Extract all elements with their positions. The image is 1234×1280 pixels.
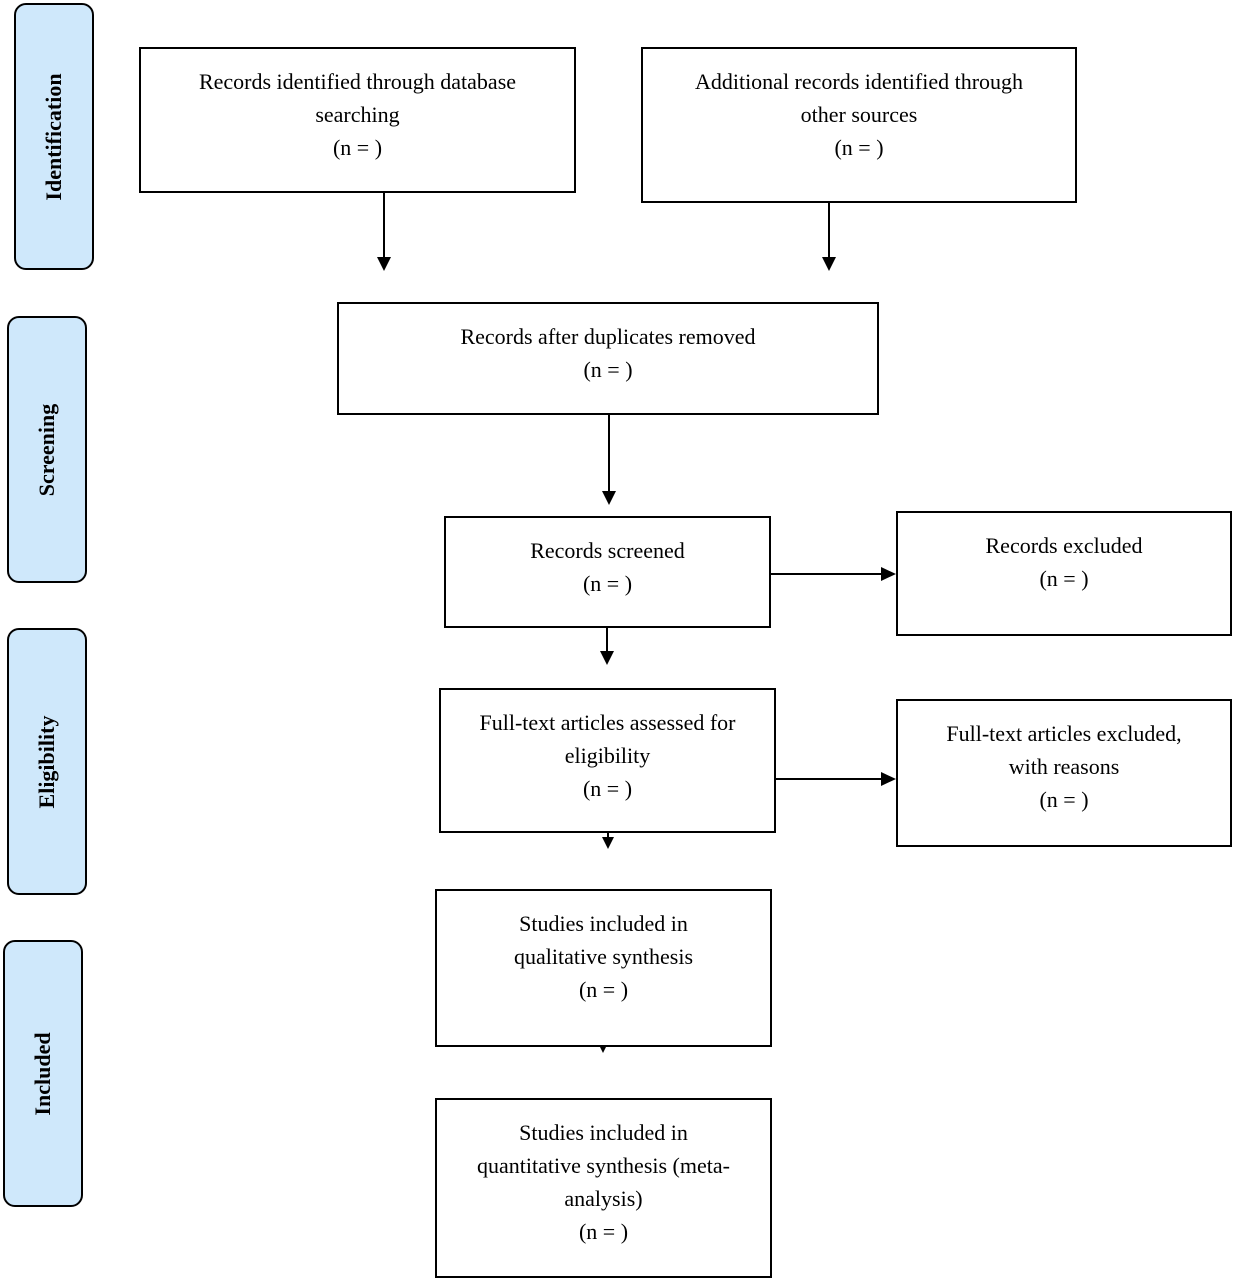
box-other-sources: Additional records identified through ot… [641,47,1077,203]
box-line: quantitative synthesis (meta- [477,1153,730,1178]
box-count: (n = ) [583,357,633,382]
phase-included-label: Included [30,1031,55,1116]
box-count: (n = ) [578,977,629,1002]
box-fulltext-excluded: Full-text articles excluded, with reason… [896,699,1232,847]
box-fulltext-assessed: Full-text articles assessed for eligibil… [439,688,776,833]
box-count: (n = ) [332,135,383,160]
box-count: (n = ) [582,571,633,596]
arrowhead-assessed-down [602,837,614,849]
box-line: qualitative synthesis [513,944,694,969]
box-database-search: Records identified through database sear… [139,47,576,193]
box-line: analysis) [564,1186,643,1211]
phase-included: Included [3,940,83,1207]
box-count: (n = ) [1039,566,1089,591]
box-line: Full-text articles assessed for [479,710,736,735]
arrowhead-screened-right [881,567,896,581]
box-line: eligibility [564,743,651,768]
box-line: with reasons [1008,754,1120,779]
box-count: (n = ) [1039,787,1089,812]
phase-identification: Identification [14,3,94,270]
box-count: (n = ) [582,776,633,801]
box-line: other sources [800,102,918,127]
box-line: Records screened [530,538,685,563]
phase-screening: Screening [7,316,87,583]
box-records-screened: Records screened (n = ) [444,516,771,628]
phase-screening-label: Screening [34,403,59,496]
box-line: Studies included in [519,1120,688,1145]
box-line: searching [315,102,400,127]
box-quantitative-synthesis: Studies included in quantitative synthes… [435,1098,772,1278]
box-line: Records excluded [985,533,1143,558]
box-count: (n = ) [834,135,884,160]
box-records-excluded: Records excluded (n = ) [896,511,1232,636]
box-line: Additional records identified through [694,69,1024,94]
arrowhead-other [822,257,836,271]
arrowhead-database [377,257,391,271]
phase-eligibility: Eligibility [7,628,87,895]
arrowhead-screened-down [600,651,614,665]
box-line: Records after duplicates removed [460,324,756,349]
arrowhead-assessed-right [881,772,896,786]
box-duplicates-removed: Records after duplicates removed (n = ) [337,302,879,415]
box-qualitative-synthesis: Studies included in qualitative synthesi… [435,889,772,1047]
arrowhead-duplicates [602,491,616,505]
arrowhead-qualitative-down [600,1047,606,1053]
phase-identification-label: Identification [41,72,66,201]
box-line: Studies included in [519,911,688,936]
phase-eligibility-label: Eligibility [34,715,59,808]
box-count: (n = ) [578,1219,629,1244]
box-line: Records identified through database [198,69,517,94]
box-line: Full-text articles excluded, [946,721,1182,746]
